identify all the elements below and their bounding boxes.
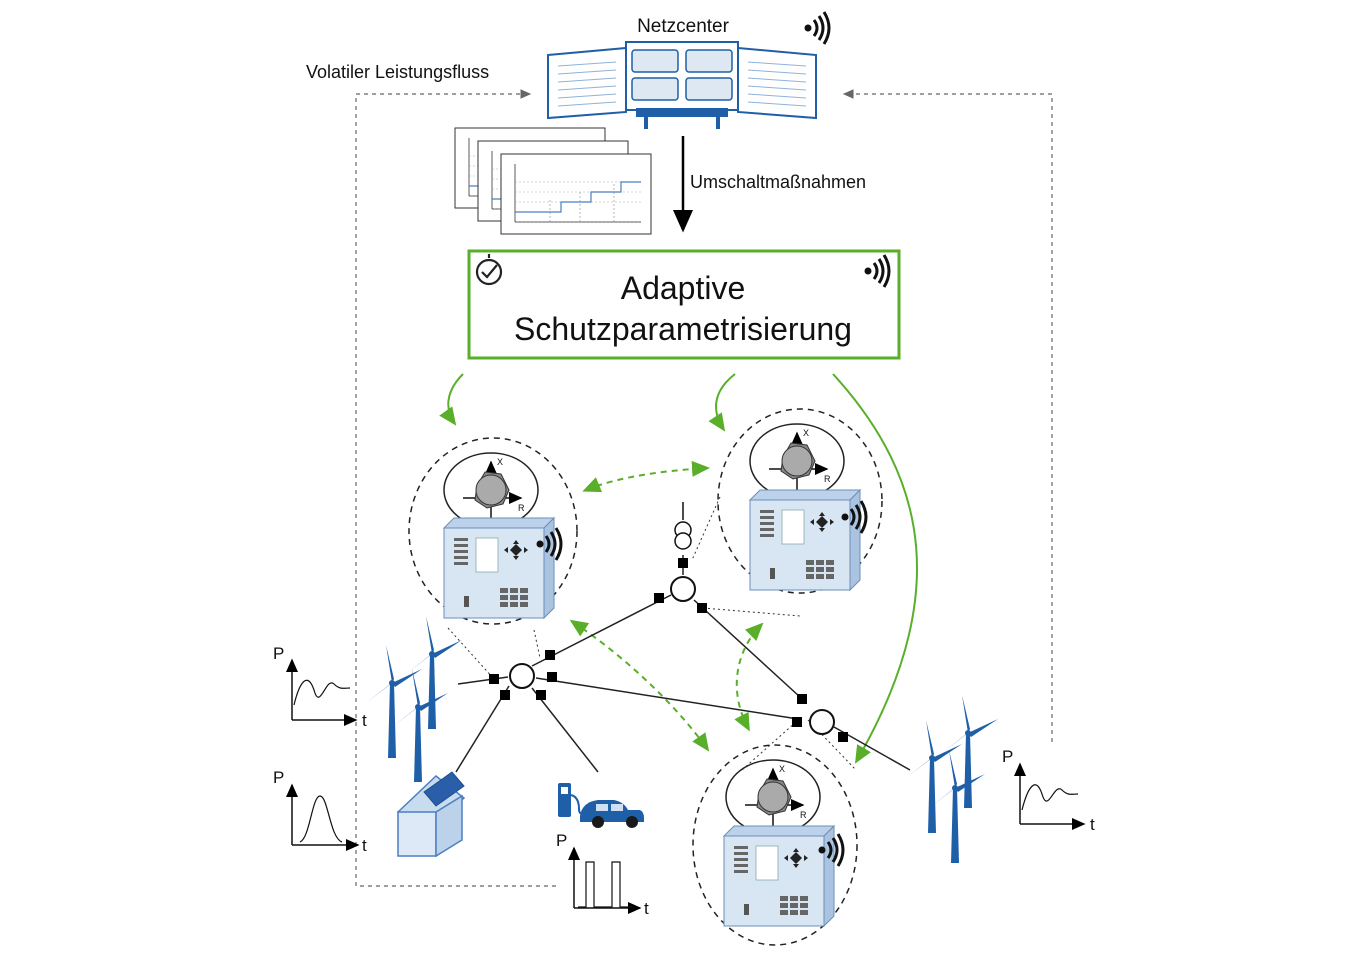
switching-schedule-plots bbox=[454, 127, 652, 235]
impedance-characteristic-left bbox=[444, 453, 538, 527]
transformer-icon bbox=[674, 502, 692, 550]
switching-label: Umschaltmaßnahmen bbox=[690, 172, 866, 192]
power-profile-wind-left bbox=[286, 658, 358, 726]
relay-zone-left bbox=[408, 437, 578, 625]
comm-arrow-vertical bbox=[734, 622, 764, 732]
volatile-flow-label: Volatiler Leistungsfluss bbox=[306, 62, 489, 82]
bus-node-top bbox=[670, 576, 696, 602]
bus-node-right bbox=[809, 709, 835, 735]
power-profile-solar bbox=[286, 783, 360, 851]
adaptive-title-line1: Adaptive bbox=[621, 270, 746, 306]
clock-check-icon bbox=[475, 254, 503, 286]
axis-p-label: P bbox=[273, 644, 284, 663]
control-center-icon bbox=[547, 41, 817, 129]
feedback-line-left bbox=[355, 89, 556, 887]
param-arrow-left bbox=[439, 373, 464, 426]
axis-t-label: t bbox=[1090, 815, 1095, 834]
adaptive-protection-box bbox=[467, 249, 901, 360]
protection-relay-left bbox=[443, 517, 555, 619]
axis-p-label: P bbox=[1002, 747, 1013, 766]
axis-p-label: P bbox=[273, 768, 284, 787]
adaptive-title-line2: Schutzparametrisierung bbox=[514, 311, 852, 347]
power-profile-wind-right bbox=[1014, 762, 1086, 830]
impedance-characteristic-upper-right bbox=[750, 424, 844, 498]
param-arrow-bottom bbox=[832, 373, 918, 764]
wireless-icon bbox=[803, 10, 831, 46]
relay-zone-bottom bbox=[692, 744, 858, 946]
circuit-breakers bbox=[489, 558, 848, 742]
comm-arrow-top bbox=[582, 460, 710, 493]
solar-house-icon bbox=[396, 771, 466, 858]
relay-zone-upper-right bbox=[717, 408, 883, 594]
grid-network bbox=[455, 555, 911, 773]
impedance-characteristic-bottom bbox=[726, 760, 820, 834]
netzcenter-label: Netzcenter bbox=[637, 16, 730, 37]
axis-t-label: t bbox=[644, 899, 649, 918]
bus-node-left bbox=[509, 663, 535, 689]
feedback-line-right bbox=[842, 89, 1053, 742]
protection-relay-bottom bbox=[723, 825, 835, 927]
power-profile-ev bbox=[568, 846, 642, 914]
axis-t-label: t bbox=[362, 711, 367, 730]
protection-relay-upper-right bbox=[749, 489, 861, 591]
ev-charging-icon bbox=[558, 783, 644, 828]
axis-t-label: t bbox=[362, 836, 367, 855]
param-arrow-right bbox=[708, 373, 736, 432]
comm-arrow-diagonal bbox=[569, 619, 710, 752]
wind-turbine-icon bbox=[906, 695, 998, 863]
wind-turbine-icon bbox=[366, 616, 462, 782]
axis-p-label: P bbox=[556, 831, 567, 850]
